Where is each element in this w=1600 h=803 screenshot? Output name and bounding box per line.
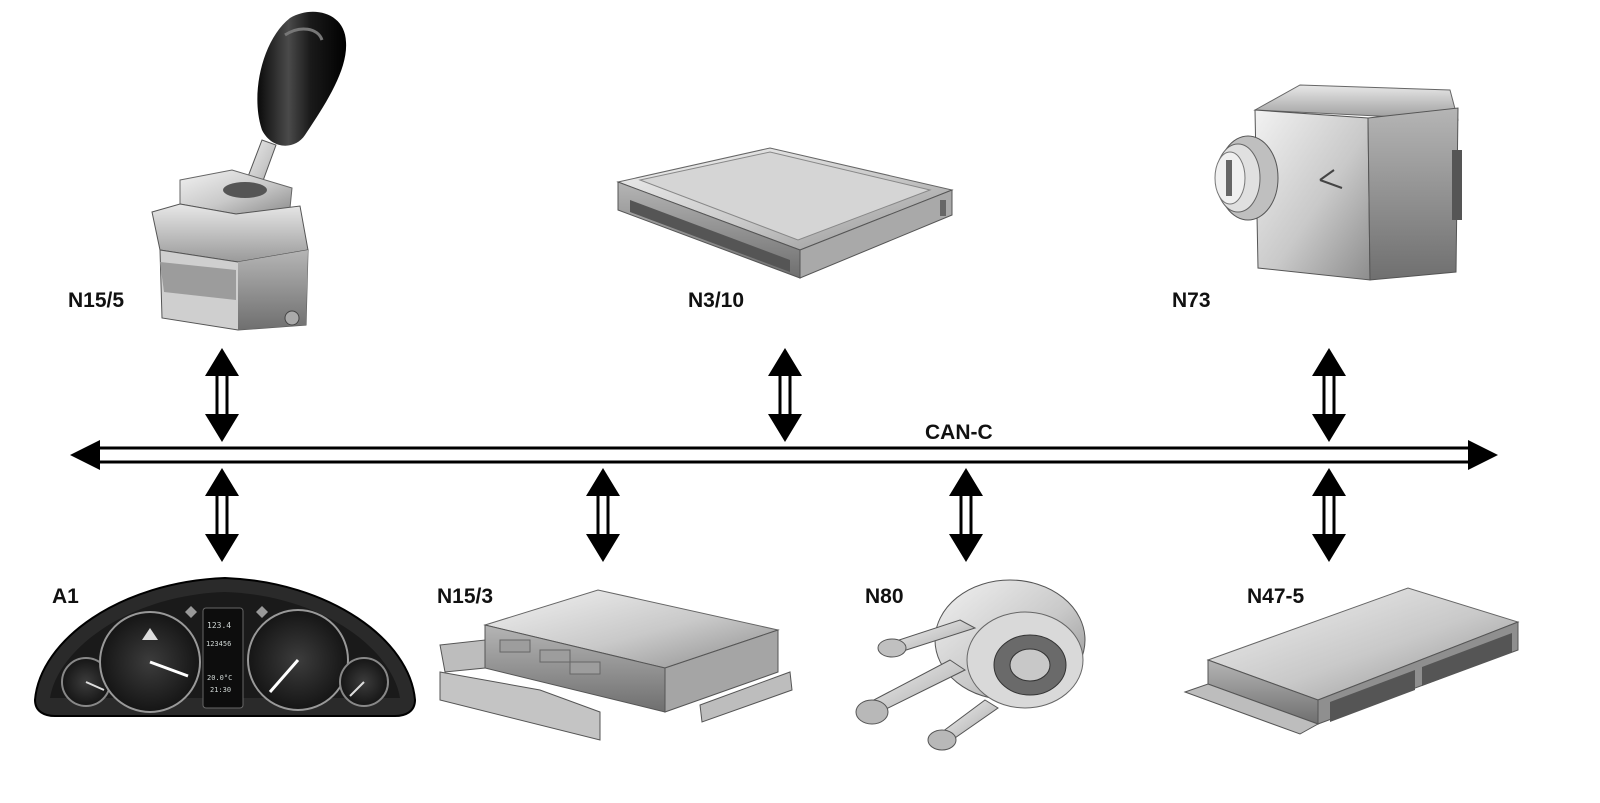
module-label: N80: [865, 585, 904, 608]
arrowhead-down: [586, 534, 620, 562]
cluster-odometer: 123456: [206, 640, 231, 648]
cluster-readout: 123.4: [207, 621, 231, 630]
module-n73: N73: [1172, 84, 1462, 312]
arrowhead-up: [1312, 468, 1346, 496]
connector-arrow: [1312, 348, 1346, 442]
arrowhead-up: [205, 468, 239, 496]
module-n3-10: N3/10: [616, 147, 954, 312]
connector-arrow: [768, 348, 802, 442]
gear-selector-illustration: [151, 11, 347, 331]
can-c-bus: [70, 440, 1498, 470]
steering-column-module-illustration: [855, 579, 1086, 751]
cluster-temp: 20.0°C: [207, 674, 232, 682]
arrowhead-down: [768, 414, 802, 442]
module-label: A1: [52, 585, 79, 608]
connector-arrow: [1312, 468, 1346, 562]
connector-arrow: [205, 468, 239, 562]
module-n15-3: N15/3: [437, 585, 793, 741]
arrowhead-down: [205, 414, 239, 442]
bus-arrow-left: [70, 440, 100, 470]
arrowhead-up: [949, 468, 983, 496]
arrowhead-down: [1312, 414, 1346, 442]
control-unit-illustration: [1183, 587, 1520, 735]
bus-arrow-right: [1468, 440, 1498, 470]
module-n80: N80: [855, 579, 1086, 751]
module-label: N15/3: [437, 585, 493, 608]
arrowhead-up: [768, 348, 802, 376]
module-label: N3/10: [688, 289, 744, 312]
arrowhead-up: [205, 348, 239, 376]
bus-label: CAN-C: [925, 421, 993, 444]
control-unit-illustration: [616, 147, 954, 279]
cluster-time: 21:30: [210, 686, 231, 694]
module-a1: 123.4 123456 20.0°C 21:30 A1: [33, 576, 417, 717]
module-n47-5: N47-5: [1183, 585, 1520, 735]
module-label: N15/5: [68, 289, 124, 312]
control-unit-illustration: [439, 589, 793, 741]
instrument-cluster-illustration: 123.4 123456 20.0°C 21:30: [33, 576, 417, 717]
connector-arrows: [205, 348, 1346, 562]
module-label: N73: [1172, 289, 1211, 312]
arrowhead-down: [205, 534, 239, 562]
connector-arrow: [205, 348, 239, 442]
module-label: N47-5: [1247, 585, 1305, 608]
arrowhead-up: [1312, 348, 1346, 376]
connector-arrow: [586, 468, 620, 562]
arrowhead-up: [586, 468, 620, 496]
arrowhead-down: [949, 534, 983, 562]
connector-arrow: [949, 468, 983, 562]
arrowhead-down: [1312, 534, 1346, 562]
ignition-switch-illustration: [1214, 84, 1462, 281]
module-n15-5: N15/5: [68, 11, 347, 331]
